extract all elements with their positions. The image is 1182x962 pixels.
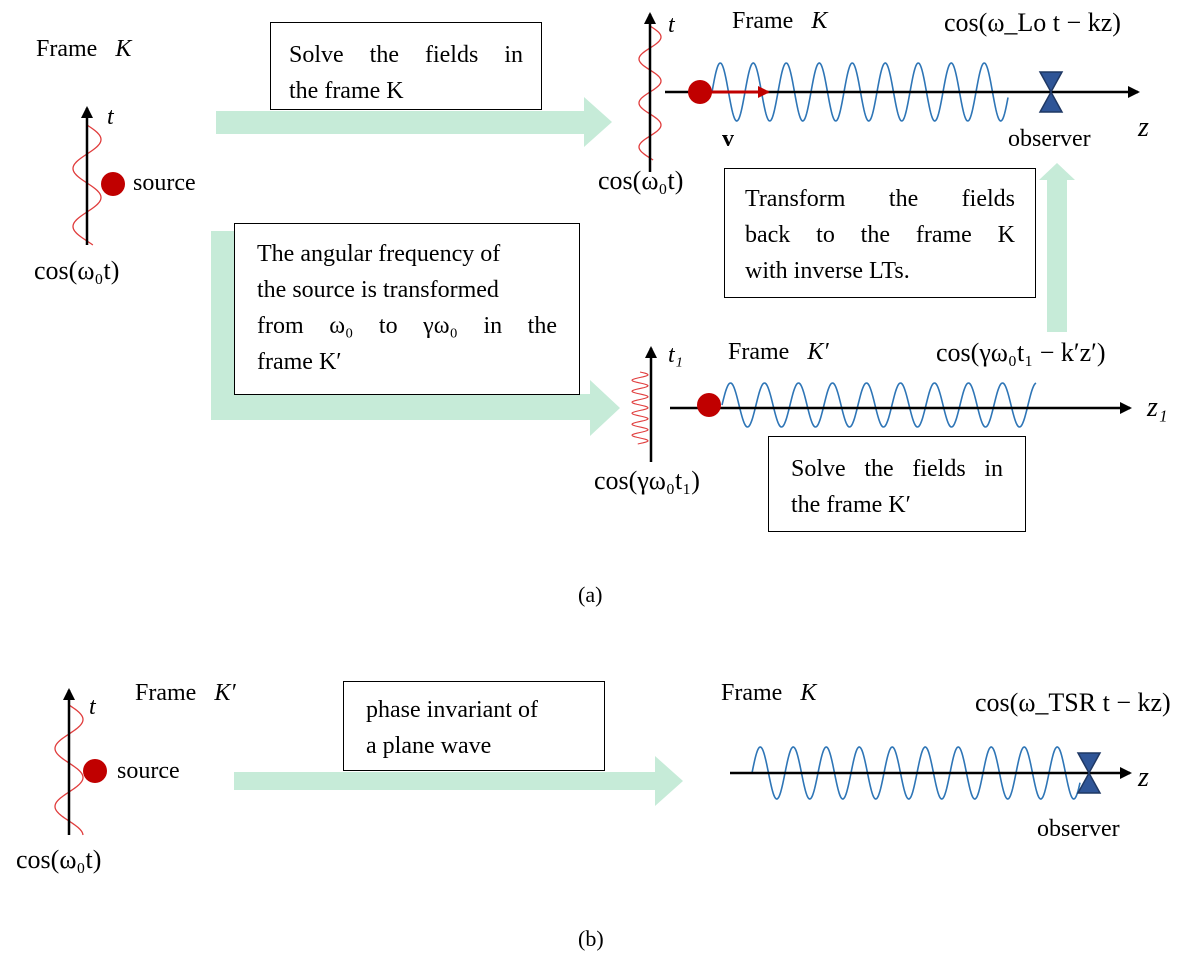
z-axis-label-frame-k: z [1138, 112, 1149, 143]
box-angular-frequency: The angular frequency of the source is t… [234, 223, 580, 395]
z-axis-label-b: z [1138, 762, 1149, 793]
source-wave-frame-k-prime [631, 371, 649, 445]
t-axis-label-frame-k: t [668, 12, 675, 38]
frame-word: Frame [36, 36, 98, 62]
mid-formula: cos(γω₀t₁ − k′z′) [936, 338, 1106, 367]
t-axis-label: t [107, 104, 114, 130]
source-formula: cos(ω₀t) [34, 256, 120, 285]
left-frame-label-b: Frame K′ [135, 680, 236, 707]
box-line: phase invariant of [366, 697, 538, 723]
observer-icon-b [1076, 752, 1102, 794]
waves [54, 25, 1081, 836]
flow-arrow-transform-back [1039, 163, 1075, 332]
flow-arrow-solve-k [216, 97, 612, 147]
t1-axis-label: t₁ [668, 342, 684, 368]
right-formula-b: cos(ω_TSR t − kz) [975, 688, 1171, 717]
plane-wave-frame-k-prime [721, 382, 1037, 428]
box-solve-frame-k-prime: Solve the fields in the frame K′ [768, 436, 1026, 532]
frame-symbol: K [115, 36, 132, 62]
box-line: frame K′ [257, 349, 342, 375]
caption-b: (b) [578, 926, 604, 951]
observer-icon-a [1038, 71, 1064, 113]
frame-symbol: K′ [807, 339, 829, 365]
frame-symbol: K′ [214, 680, 236, 706]
frame-symbol: K [800, 680, 817, 706]
right-frame-label-b: Frame K [721, 680, 816, 707]
box-line: back to the frame K [745, 222, 1015, 248]
box-line: with inverse LTs. [745, 258, 910, 284]
source-dot-b [83, 759, 107, 783]
plane-wave-frame-k-b [751, 746, 1081, 800]
source-dot-a [101, 172, 125, 196]
box-line: The angular frequency of [257, 241, 501, 267]
source-formula-b: cos(ω₀t) [16, 845, 102, 874]
frame-word: Frame [732, 8, 794, 34]
observer-label-b: observer [1037, 816, 1120, 842]
frame-symbol: K [811, 8, 828, 34]
frame-word: Frame [721, 680, 783, 706]
box-line: Transform the fields [745, 186, 1015, 212]
box-line: the source is transformed [257, 277, 499, 303]
flow-arrow-phase [234, 756, 683, 806]
velocity-label: v [722, 126, 734, 152]
source-wave-a [72, 124, 102, 246]
box-phase-invariant: phase invariant of a plane wave [343, 681, 605, 771]
t-axis-label-b: t [89, 694, 96, 720]
box-line: the frame K′ [791, 492, 911, 518]
source-dot-frame-k [688, 80, 712, 104]
box-line: Solve the fields in [791, 456, 1003, 482]
observer-label-a: observer [1008, 126, 1091, 152]
flow-arrows [211, 97, 1075, 806]
box-line: from ω₀ to γω₀ in the [257, 313, 557, 339]
frame-word: Frame [135, 680, 197, 706]
top-source-formula: cos(ω₀t) [598, 166, 684, 195]
frame-word: Frame [728, 339, 790, 365]
source-label: source [133, 170, 196, 196]
source-dot-frame-k-prime [697, 393, 721, 417]
box-line: a plane wave [366, 733, 492, 759]
top-frame-label: Frame K [732, 8, 827, 35]
mid-source-formula: cos(γω₀t₁) [594, 466, 700, 495]
source-label-b: source [117, 758, 180, 784]
caption-a: (a) [578, 582, 603, 607]
z1-axis-label: z₁ [1147, 392, 1168, 423]
top-formula: cos(ω_Lo t − kz) [944, 8, 1121, 37]
box-solve-frame-k: Solve the fields in the frame K [270, 22, 542, 110]
source-wave-b [54, 704, 84, 836]
box-transform-back: Transform the fields back to the frame K… [724, 168, 1036, 298]
flow-arrow-to-k-prime [211, 231, 620, 436]
mid-frame-label: Frame K′ [728, 339, 829, 366]
box-line: Solve the fields in [289, 42, 523, 68]
box-line: the frame K [289, 78, 404, 104]
source-frame-label: Frame K [36, 36, 131, 63]
